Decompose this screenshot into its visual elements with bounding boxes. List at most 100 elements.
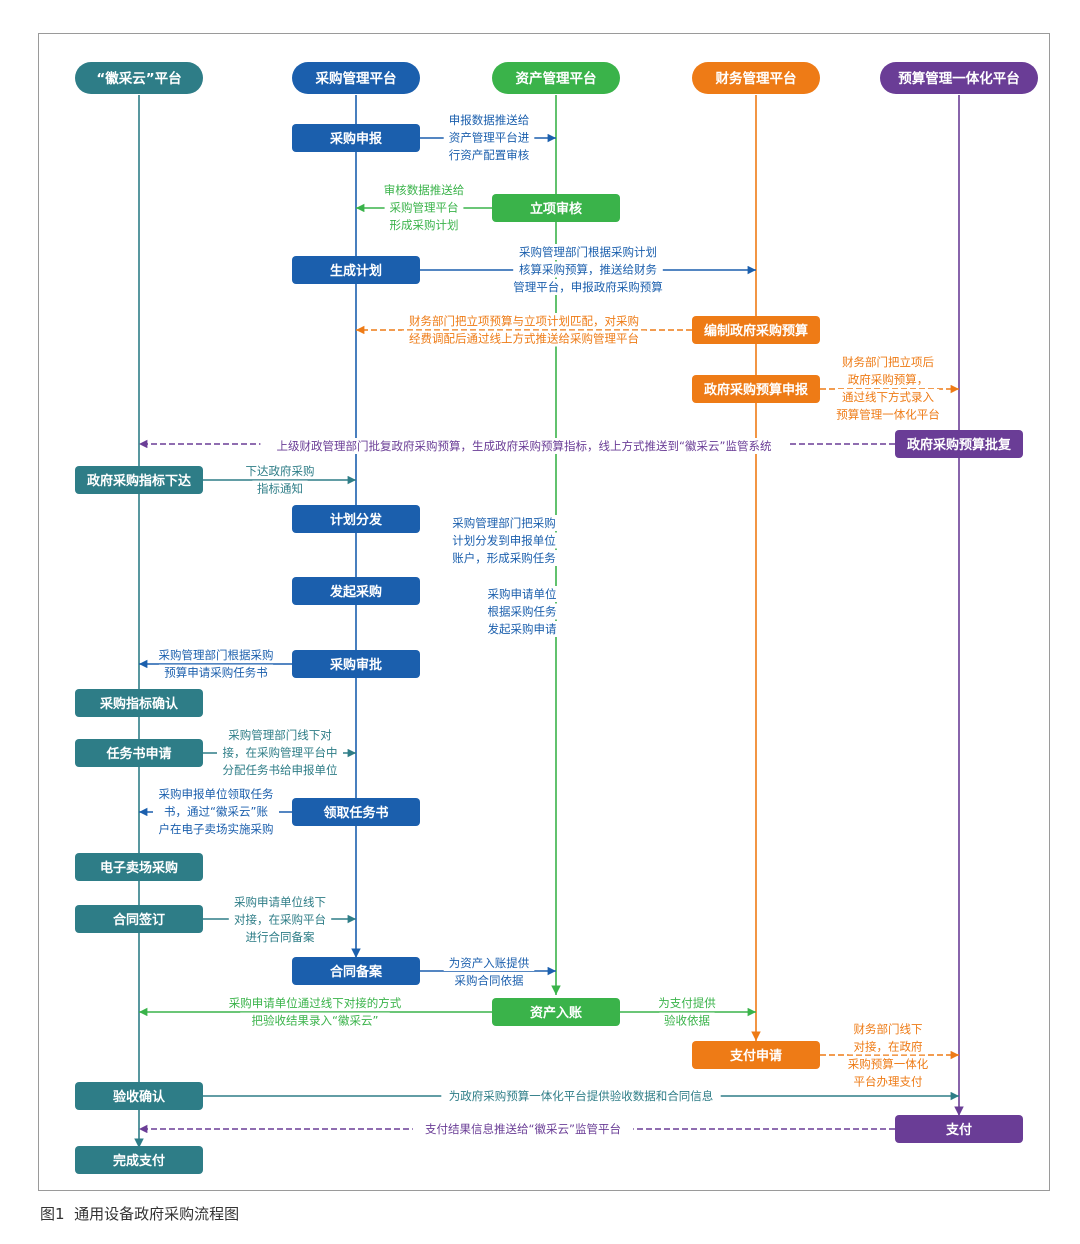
node-contract-file: 合同备案 (292, 957, 420, 985)
annotation-line: 把验收结果录入“徽采云” (252, 1014, 379, 1028)
annotation-line: 采购合同依据 (455, 974, 524, 988)
node-label: 电子卖场采购 (100, 860, 178, 876)
node-label: 政府采购预算批复 (907, 437, 1012, 453)
lane-title-asset: 资产管理平台 (516, 70, 597, 87)
lane-header-asset: 资产管理平台 (492, 62, 620, 94)
lane-header-hui: “徽采云”平台 (75, 62, 203, 94)
lane-title-proc: 采购管理平台 (316, 70, 397, 87)
lane-header-fin: 财务管理平台 (692, 62, 820, 94)
annotation-line: 财务部门线下 (854, 1022, 923, 1036)
node-label: 编制政府采购预算 (704, 323, 808, 339)
flow-nodes: “徽采云”平台采购管理平台资产管理平台财务管理平台预算管理一体化平台采购申报立项… (75, 62, 1038, 1174)
annotation-line: 书，通过“徽采云”账 (164, 805, 268, 819)
node-label: 立项审核 (530, 201, 582, 217)
figure-caption: 图1 通用设备政府采购流程图 (40, 1205, 240, 1223)
annotation-l18: 为政府采购预算一体化平台提供验收数据和合同信息 (441, 1088, 721, 1104)
diagram-frame (38, 33, 1050, 1191)
lane-title-fin: 财务管理平台 (715, 70, 797, 87)
node-task-apply: 任务书申请 (75, 739, 203, 767)
annotation-line: 验收依据 (664, 1014, 710, 1028)
lane-title-budget: 预算管理一体化平台 (898, 70, 1020, 87)
node-label: 支付申请 (729, 1048, 782, 1064)
annotation-line: 户在电子卖场实施采购 (159, 822, 274, 836)
annotation-line: 采购预算一体化 (848, 1057, 929, 1071)
annotation-line: 财务部门把立项后 (842, 355, 934, 369)
node-accept: 验收确认 (75, 1082, 203, 1110)
node-indicator: 政府采购指标下达 (75, 466, 203, 494)
annotation-line: 平台办理支付 (854, 1075, 923, 1089)
annotation-line: 进行合同备案 (246, 930, 315, 944)
node-review: 采购审批 (292, 650, 420, 678)
annotation-line: 采购申报单位领取任务 (159, 787, 274, 801)
node-label: 发起采购 (329, 584, 382, 600)
annotation-line: 计划分发到申报单位 (452, 534, 556, 548)
node-label: 资产入账 (530, 1005, 582, 1021)
node-label: 计划分发 (330, 512, 383, 528)
node-label: 任务书申请 (105, 746, 171, 762)
annotation-line: 接，在采购管理平台中 (223, 746, 338, 760)
annotation-line: 预算管理一体化平台 (836, 408, 940, 422)
node-distribute: 计划分发 (292, 505, 420, 533)
node-label: 验收确认 (113, 1089, 166, 1105)
annotation-line: 审核数据推送给 (384, 183, 465, 197)
annotation-line: 分配任务书给申报单位 (223, 763, 338, 777)
annotation-line: 指标通知 (257, 482, 303, 496)
annotation-line: 上级财政管理部门批复政府采购预算，生成政府采购预算指标，线上方式推送到“徽采云”… (277, 439, 772, 453)
lane-header-proc: 采购管理平台 (292, 62, 420, 94)
node-proc-apply: 采购申报 (292, 124, 420, 152)
node-pay-apply: 支付申请 (692, 1041, 820, 1069)
annotation-line: 采购申请单位线下 (234, 895, 326, 909)
node-label: 采购审批 (329, 657, 382, 673)
node-label: 合同备案 (330, 964, 383, 980)
annotation-line: 对接，在采购平台 (234, 913, 326, 927)
annotation-line: 政府采购预算， (848, 373, 929, 387)
annotation-line: 经费调配后通过线上方式推送给采购管理平台 (409, 332, 639, 346)
node-plan: 生成计划 (292, 256, 420, 284)
annotation-line: 采购申请单位通过线下对接的方式 (229, 996, 402, 1010)
node-fin-report: 政府采购预算申报 (692, 375, 820, 403)
annotation-line: 为支付提供 (658, 996, 716, 1010)
lane-header-budget: 预算管理一体化平台 (880, 62, 1038, 94)
node-contract-sign: 合同签订 (75, 905, 203, 933)
node-approve: 立项审核 (492, 194, 620, 222)
node-pay: 支付 (895, 1115, 1023, 1143)
node-label: 政府采购指标下达 (87, 473, 191, 489)
annotation-line: 通过线下方式录入 (842, 390, 934, 404)
flow-annotations: 申报数据推送给资产管理平台进行资产配置审核审核数据推送给采购管理平台形成采购计划… (153, 112, 946, 1137)
annotation-line: 为政府采购预算一体化平台提供验收数据和合同信息 (449, 1089, 714, 1103)
node-budget-reply: 政府采购预算批复 (895, 430, 1023, 458)
node-done: 完成支付 (75, 1146, 203, 1174)
annotation-line: 为资产入账提供 (449, 956, 530, 970)
node-label: 支付 (945, 1122, 972, 1138)
lane-title-hui: “徽采云”平台 (96, 70, 181, 87)
annotation-line: 采购管理部门把采购 (452, 516, 556, 530)
node-label: 政府采购预算申报 (704, 382, 809, 398)
annotation-l19: 支付结果信息推送给“徽采云”监管平台 (412, 1121, 634, 1137)
annotation-line: 资产管理平台进 (449, 131, 530, 145)
annotation-line: 采购管理平台 (390, 201, 459, 215)
annotation-line: 采购管理部门根据采购 (159, 648, 274, 662)
annotation-line: 采购管理部门线下对 (228, 728, 332, 742)
node-initiate: 发起采购 (292, 577, 420, 605)
node-label: 合同签订 (113, 912, 165, 928)
annotation-line: 财务部门把立项预算与立项计划匹配，对采购 (409, 314, 639, 328)
node-asset-in: 资产入账 (492, 998, 620, 1026)
node-label: 生成计划 (330, 263, 382, 279)
annotation-line: 采购申请单位 (488, 587, 557, 601)
node-get-task: 领取任务书 (292, 798, 420, 826)
node-confirm-ind: 采购指标确认 (75, 689, 203, 717)
